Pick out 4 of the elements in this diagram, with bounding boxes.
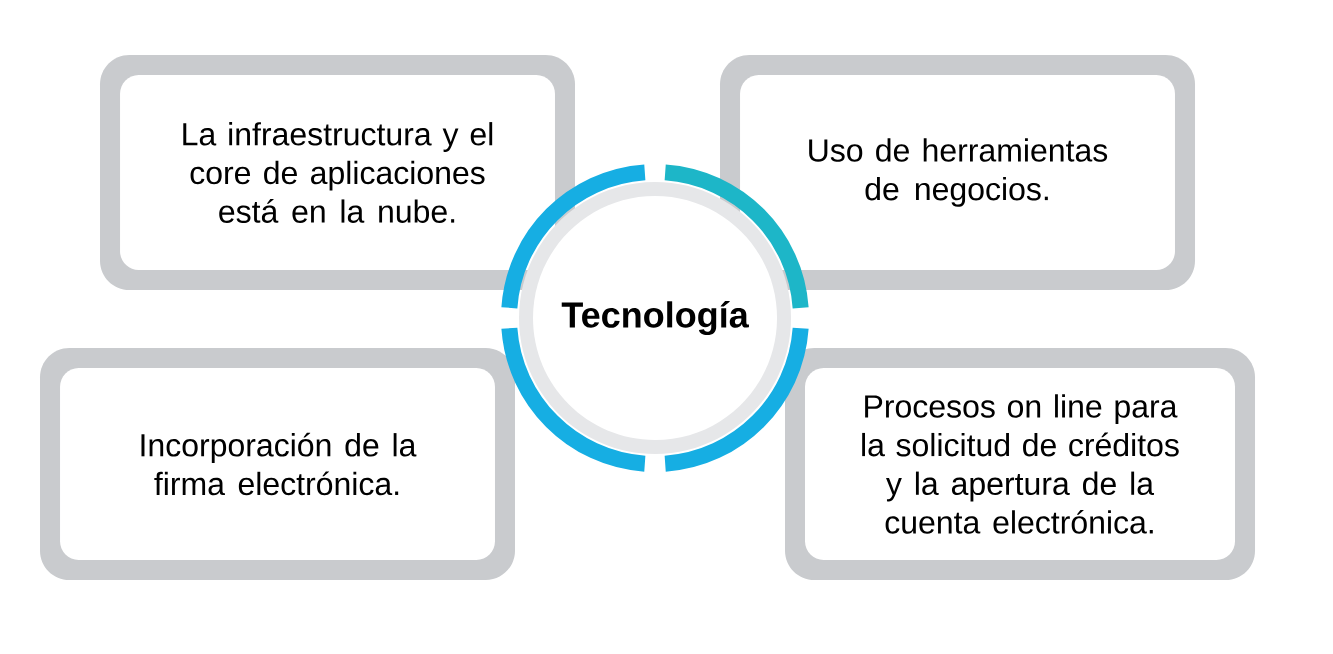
text-box: Uso de herramientas de negocios. — [720, 55, 1195, 290]
text-box: Incorporación de la firma electrónica. — [40, 348, 515, 580]
text-box: Procesos on line para la solicitud de créditos y la apertura de la cuenta electrónica. — [785, 348, 1255, 580]
text-box: La infraestructura y el core de aplicaciones está en la nube. — [100, 55, 575, 290]
